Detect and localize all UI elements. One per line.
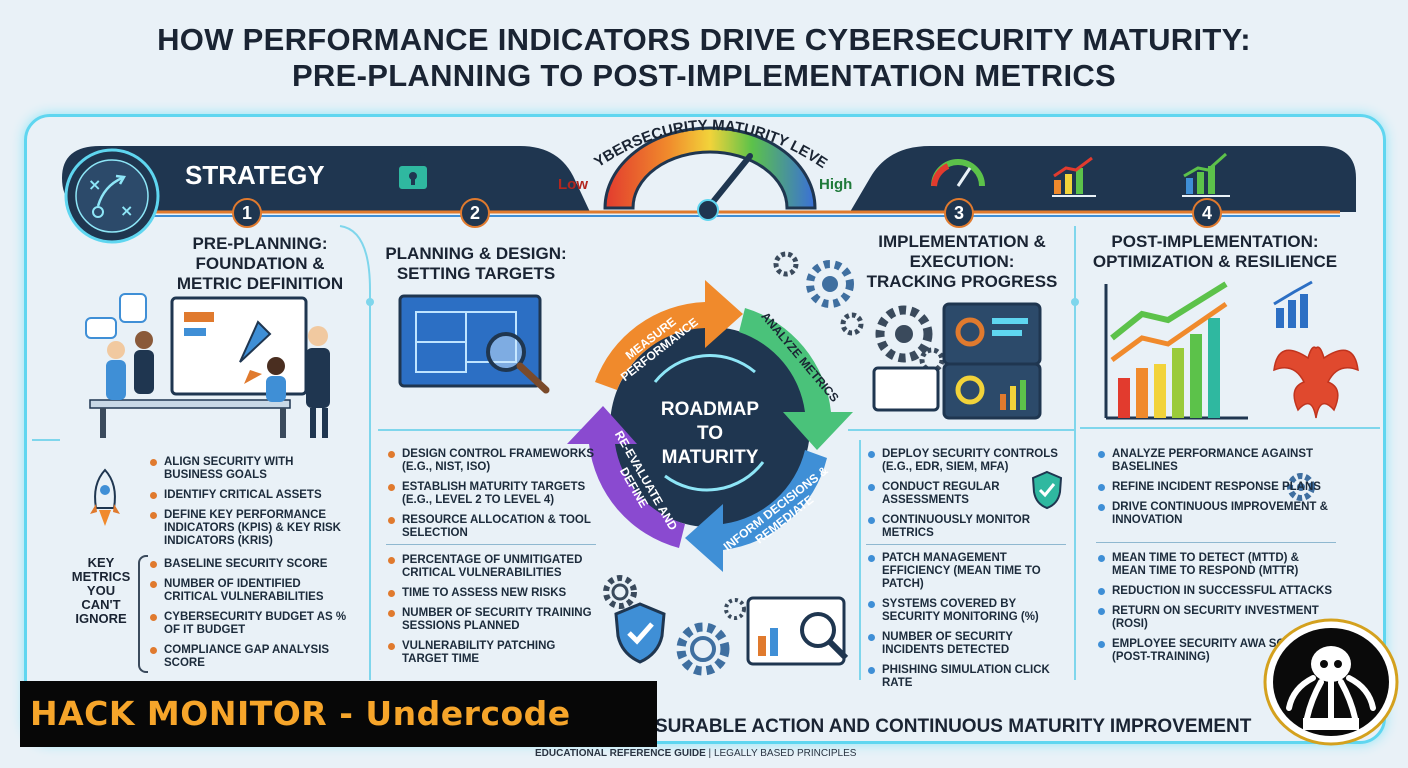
phase-1-metrics: BASELINE SECURITY SCORE NUMBER OF IDENTI… <box>148 558 348 677</box>
key-metrics-brace <box>138 555 148 673</box>
list-item: SYSTEMS COVERED BY SECURITY MONITORING (… <box>866 598 1076 624</box>
hack-monitor-banner: HACK MONITOR - Undercode <box>20 681 657 747</box>
list-item: ESTABLISH MATURITY TARGETS (e.g., LEVEL … <box>386 481 598 507</box>
list-item: DRIVE CONTINUOUS IMPROVEMENT & INNOVATIO… <box>1096 501 1336 527</box>
list-item: ALIGN SECURITY WITH BUSINESS GOALS <box>148 456 348 482</box>
phase-3-title: IMPLEMENTATION & EXECUTION: TRACKING PRO… <box>866 232 1058 291</box>
growth-chart-illustration <box>1104 280 1359 420</box>
list-item: TIME TO ASSESS NEW RISKS <box>386 587 598 600</box>
list-item: VULNERABILITY PATCHING TARGET TIME <box>386 640 598 666</box>
phase-2-number: 2 <box>460 198 490 228</box>
strategy-label: STRATEGY <box>185 160 325 190</box>
footer-separator: | <box>708 748 712 759</box>
title-line-1: HOW PERFORMANCE INDICATORS DRIVE CYBERSE… <box>157 22 1251 57</box>
list-item: CYBERSECURITY BUDGET AS % OF IT BUDGET <box>148 611 348 637</box>
phase-3-number: 3 <box>944 198 974 228</box>
svg-text:×: × <box>88 175 101 194</box>
analytics-screen-icon <box>746 596 849 666</box>
phase-2-title: PLANNING & DESIGN: SETTING TARGETS <box>385 244 567 283</box>
phase-1-number: 1 <box>232 198 262 228</box>
rocket-icon <box>90 468 120 526</box>
bottom-tagline: SURABLE ACTION AND CONTINUOUS MATURITY I… <box>655 716 1252 737</box>
phase-3-actions: DEPLOY SECURITY CONTROLS (e.g., EDR, SIE… <box>866 448 1066 547</box>
list-item: PERCENTAGE OF UNMITIGATED CRITICAL VULNE… <box>386 554 598 580</box>
divider <box>1096 542 1336 543</box>
maturity-gauge <box>603 126 817 221</box>
page-title: HOW PERFORMANCE INDICATORS DRIVE CYBERSE… <box>0 22 1408 94</box>
list-item: RESOURCE ALLOCATION & TOOL SELECTION <box>386 514 598 540</box>
octopus-logo-icon <box>1263 618 1399 746</box>
list-item: BASELINE SECURITY SCORE <box>148 558 348 571</box>
gear-icon <box>603 575 637 609</box>
list-item: CONDUCT REGULAR ASSESSMENTS <box>866 481 1066 507</box>
phase-4-number: 4 <box>1192 198 1222 228</box>
footer-left: EDUCATIONAL REFERENCE GUIDE <box>535 748 706 759</box>
list-item: DEPLOY SECURITY CONTROLS (e.g., EDR, SIE… <box>866 448 1066 474</box>
list-item: NUMBER OF SECURITY INCIDENTS DETECTED <box>866 631 1076 657</box>
gear-icon <box>1287 473 1315 501</box>
gauge-title: CYBERSECURITY MATURITY LEVEL <box>570 87 831 172</box>
gears-dashboard-illustration <box>773 251 1042 420</box>
growth-chart-icon <box>1182 152 1230 197</box>
list-item: PHISHING SIMULATION CLICK RATE <box>866 664 1076 690</box>
blueprint-illustration <box>398 294 550 394</box>
list-item: RETURN ON SECURITY INVESTMENT (ROSI) <box>1096 605 1336 631</box>
list-item: NUMBER OF IDENTIFIED CRITICAL VULNERABIL… <box>148 578 348 604</box>
list-item: IDENTIFY CRITICAL ASSETS <box>148 489 348 502</box>
phase-2-actions: DESIGN CONTROL FRAMEWORKS (e.g., NIST, I… <box>386 448 598 547</box>
title-line-2: PRE-PLANNING TO POST-IMPLEMENTATION METR… <box>291 58 1117 93</box>
gauge-low-label: Low <box>558 176 588 193</box>
footer: EDUCATIONAL REFERENCE GUIDE | LEGALLY BA… <box>535 748 856 759</box>
list-item: COMPLIANCE GAP ANALYSIS SCORE <box>148 644 348 670</box>
phase-3-metrics: PATCH MANAGEMENT EFFICIENCY (MEAN TIME T… <box>866 552 1076 697</box>
list-item: NUMBER OF SECURITY TRAINING SESSIONS PLA… <box>386 607 598 633</box>
list-item: ANALYZE PERFORMANCE AGAINST BASELINES <box>1096 448 1336 474</box>
gear-icon <box>724 598 746 620</box>
phase-1-actions: ALIGN SECURITY WITH BUSINESS GOALS IDENT… <box>148 456 348 555</box>
phase-1-title: PRE-PLANNING: FOUNDATION & METRIC DEFINI… <box>176 234 344 293</box>
shield-check-icon <box>614 602 666 664</box>
speedometer-icon <box>931 159 985 187</box>
list-item: DESIGN CONTROL FRAMEWORKS (e.g., NIST, I… <box>386 448 598 474</box>
roadmap-center-label: ROADMAP TO MATURITY <box>660 399 760 468</box>
list-item: PATCH MANAGEMENT EFFICIENCY (MEAN TIME T… <box>866 552 1076 591</box>
list-item: EMPLOYEE SECURITY AWA SCORE (POST-TRAINI… <box>1096 638 1336 664</box>
phase-4-title: POST-IMPLEMENTATION: OPTIMIZATION & RESI… <box>1092 232 1338 271</box>
divider <box>866 544 1066 545</box>
team-meeting-illustration <box>85 293 330 438</box>
lock-icon <box>397 145 429 191</box>
phase-4-metrics: MEAN TIME TO DETECT (MTTD) & MEAN TIME T… <box>1096 552 1336 671</box>
gauge-high-label: High <box>819 176 853 193</box>
svg-text:×: × <box>120 201 133 220</box>
list-item: REDUCTION IN SUCCESSFUL ATTACKS <box>1096 585 1336 598</box>
divider <box>386 544 596 545</box>
strategy-icon: × × <box>88 174 133 220</box>
content-frame <box>24 114 1386 744</box>
gear-icon <box>676 622 730 676</box>
chart-up-icon <box>1052 156 1096 197</box>
list-item: DEFINE KEY PERFORMANCE INDICATORS (KPIs)… <box>148 509 348 548</box>
shield-check-icon <box>1031 470 1063 510</box>
roadmap-cycle <box>567 280 853 572</box>
footer-right: LEGALLY BASED PRINCIPLES <box>713 748 857 759</box>
list-item: CONTINUOUSLY MONITOR METRICS <box>866 514 1066 540</box>
list-item: REFINE INCIDENT RESPONSE PLANS <box>1096 481 1336 494</box>
key-metrics-label: KEY METRICS YOU CAN'T IGNORE <box>71 555 131 626</box>
phase-2-metrics: PERCENTAGE OF UNMITIGATED CRITICAL VULNE… <box>386 554 598 673</box>
list-item: MEAN TIME TO DETECT (MTTD) & MEAN TIME T… <box>1096 552 1336 578</box>
phase-4-actions: ANALYZE PERFORMANCE AGAINST BASELINES RE… <box>1096 448 1336 534</box>
